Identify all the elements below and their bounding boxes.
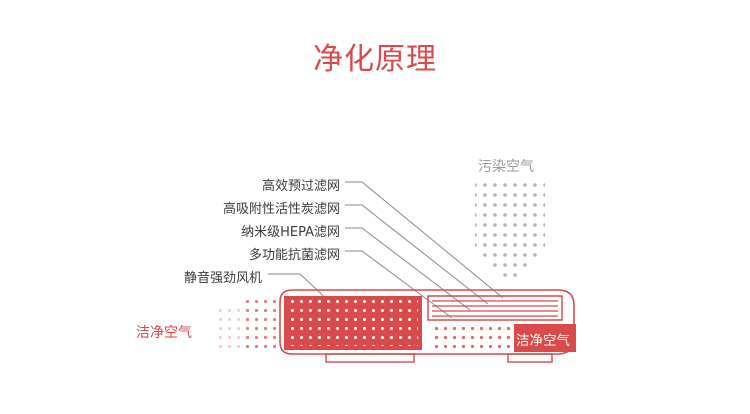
purifier-body (279, 289, 576, 363)
polluted-air-dots (475, 177, 545, 284)
label-fan: 静音强劲风机 (183, 271, 262, 286)
label-polluted-air: 污染空气 (478, 159, 534, 175)
diagram-title: 净化原理 (313, 42, 437, 77)
clean-air-left-dots (214, 300, 280, 352)
leader-line-carbon-filter (345, 204, 489, 305)
leader-line-pre-filter (345, 181, 504, 299)
leader-line-hepa-filter (345, 227, 471, 311)
leader-line-antibacterial-filter (345, 250, 453, 319)
label-hepa-filter: 纳米级HEPA滤网 (241, 225, 340, 240)
leader-lines (268, 181, 504, 319)
clean-air-badge (514, 324, 576, 352)
fan-block (284, 296, 422, 350)
label-carbon-filter: 高吸附性活性炭滤网 (222, 202, 340, 217)
leader-line-fan (268, 273, 331, 303)
label-pre-filter: 高效预过滤网 (261, 179, 340, 194)
label-clean-air-left: 洁净空气 (136, 325, 192, 341)
outlet-dots (430, 326, 512, 350)
label-clean-air-right: 洁净空气 (516, 333, 570, 349)
filter-stack (427, 295, 563, 321)
label-antibacterial-filter: 多功能抗菌滤网 (248, 248, 340, 263)
